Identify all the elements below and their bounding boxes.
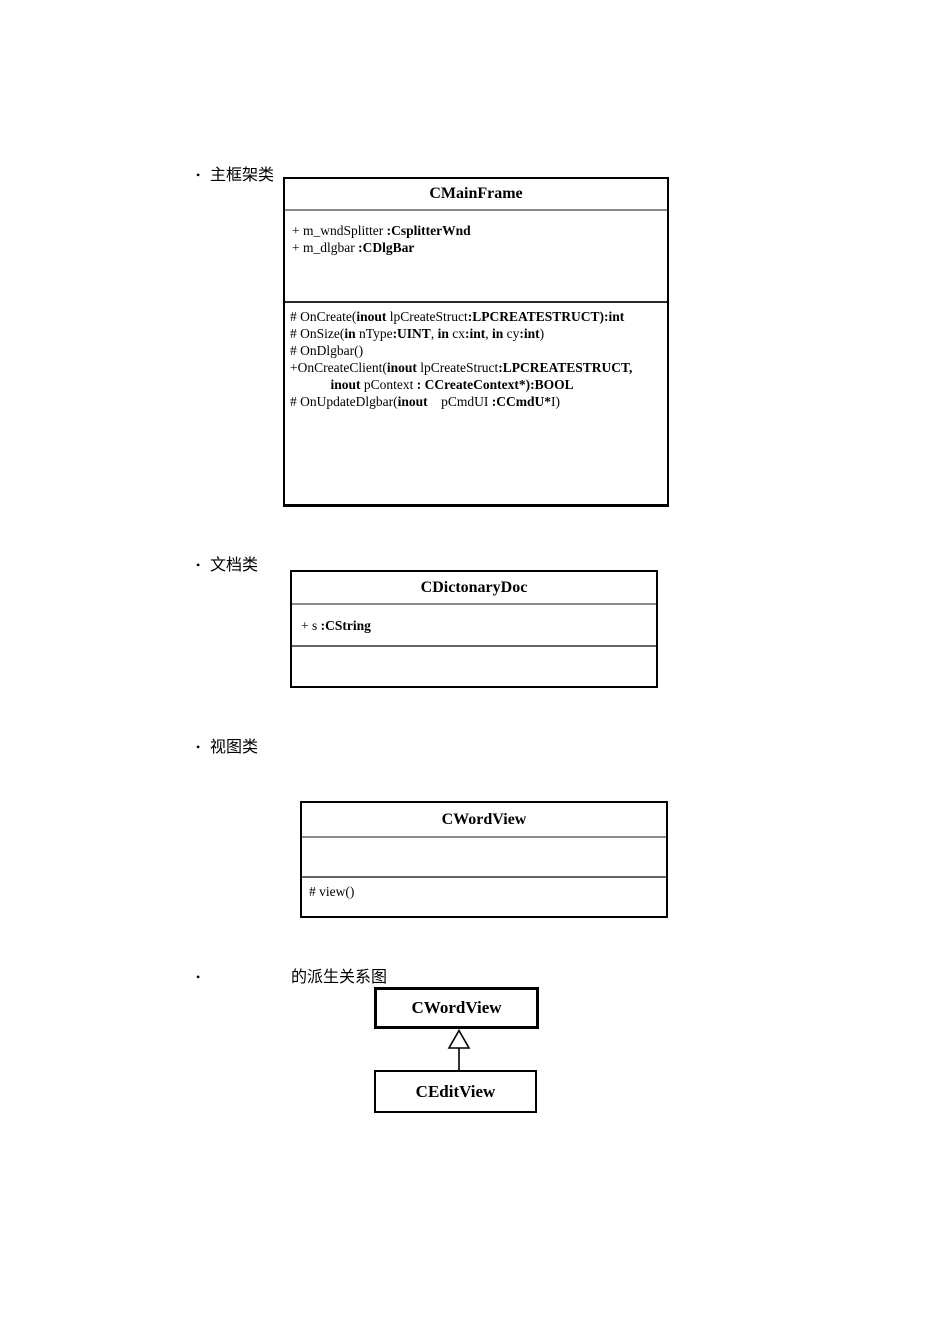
attribute-line: + s :CString: [301, 618, 371, 633]
method-line: +OnCreateClient(inout lpCreateStruct:LPC…: [290, 360, 633, 375]
bullet-icon: •: [196, 740, 201, 754]
bullet-item-mainframe: • 主框架类: [188, 145, 274, 186]
attribute-line: + m_wndSplitter :CsplitterWnd: [292, 223, 471, 238]
class-title-cdictonarydoc: CDictonaryDoc: [292, 572, 656, 605]
bullet-label-view: 视图类: [210, 739, 259, 756]
derivation-child-ceditview: CEditView: [374, 1070, 537, 1113]
bullet-label-document: 文档类: [210, 557, 259, 574]
method-line: # view(): [309, 884, 355, 899]
cdictonarydoc-empty-compartment: [292, 647, 656, 684]
method-line: # OnDlgbar(): [290, 343, 364, 358]
uml-class-cdictonarydoc: CDictonaryDoc + s :CString: [290, 570, 658, 688]
class-title-cmainframe: CMainFrame: [285, 179, 667, 211]
bullet-item-derivation: • 的派生关系图: [188, 947, 387, 988]
method-line: # OnCreate(inout lpCreateStruct:LPCREATE…: [290, 309, 625, 324]
method-line: # OnSize(in nType:UINT, in cx:int, in cy…: [290, 326, 545, 341]
cdictonarydoc-attributes: + s :CString: [292, 605, 656, 647]
bullet-icon: •: [196, 168, 201, 182]
cwordview-methods: # view(): [302, 878, 666, 900]
cmainframe-methods: # OnCreate(inout lpCreateStruct:LPCREATE…: [285, 303, 667, 410]
bullet-item-document: • 文档类: [188, 535, 258, 576]
derivation-parent-cwordview: CWordView: [374, 987, 539, 1029]
method-line: # OnUpdateDlgbar(inout pCmdUI :CCmdU*I): [290, 394, 560, 409]
cwordview-empty-compartment: [302, 838, 666, 878]
bullet-icon: •: [196, 558, 201, 572]
bullet-label-derivation: 的派生关系图: [291, 969, 388, 986]
inheritance-arrow-icon: [447, 1029, 471, 1071]
uml-class-cmainframe: CMainFrame + m_wndSplitter :CsplitterWnd…: [283, 177, 669, 507]
bullet-label-mainframe: 主框架类: [210, 167, 275, 184]
cmainframe-attributes: + m_wndSplitter :CsplitterWnd + m_dlgbar…: [285, 211, 667, 303]
bullet-item-view: • 视图类: [188, 717, 258, 758]
class-title-cwordview: CWordView: [302, 803, 666, 838]
method-line: inout pContext : CCreateContext*):BOOL: [330, 377, 574, 392]
attribute-line: + m_dlgbar :CDlgBar: [292, 240, 415, 255]
uml-class-cwordview: CWordView # view(): [300, 801, 668, 918]
bullet-icon: •: [196, 970, 201, 984]
